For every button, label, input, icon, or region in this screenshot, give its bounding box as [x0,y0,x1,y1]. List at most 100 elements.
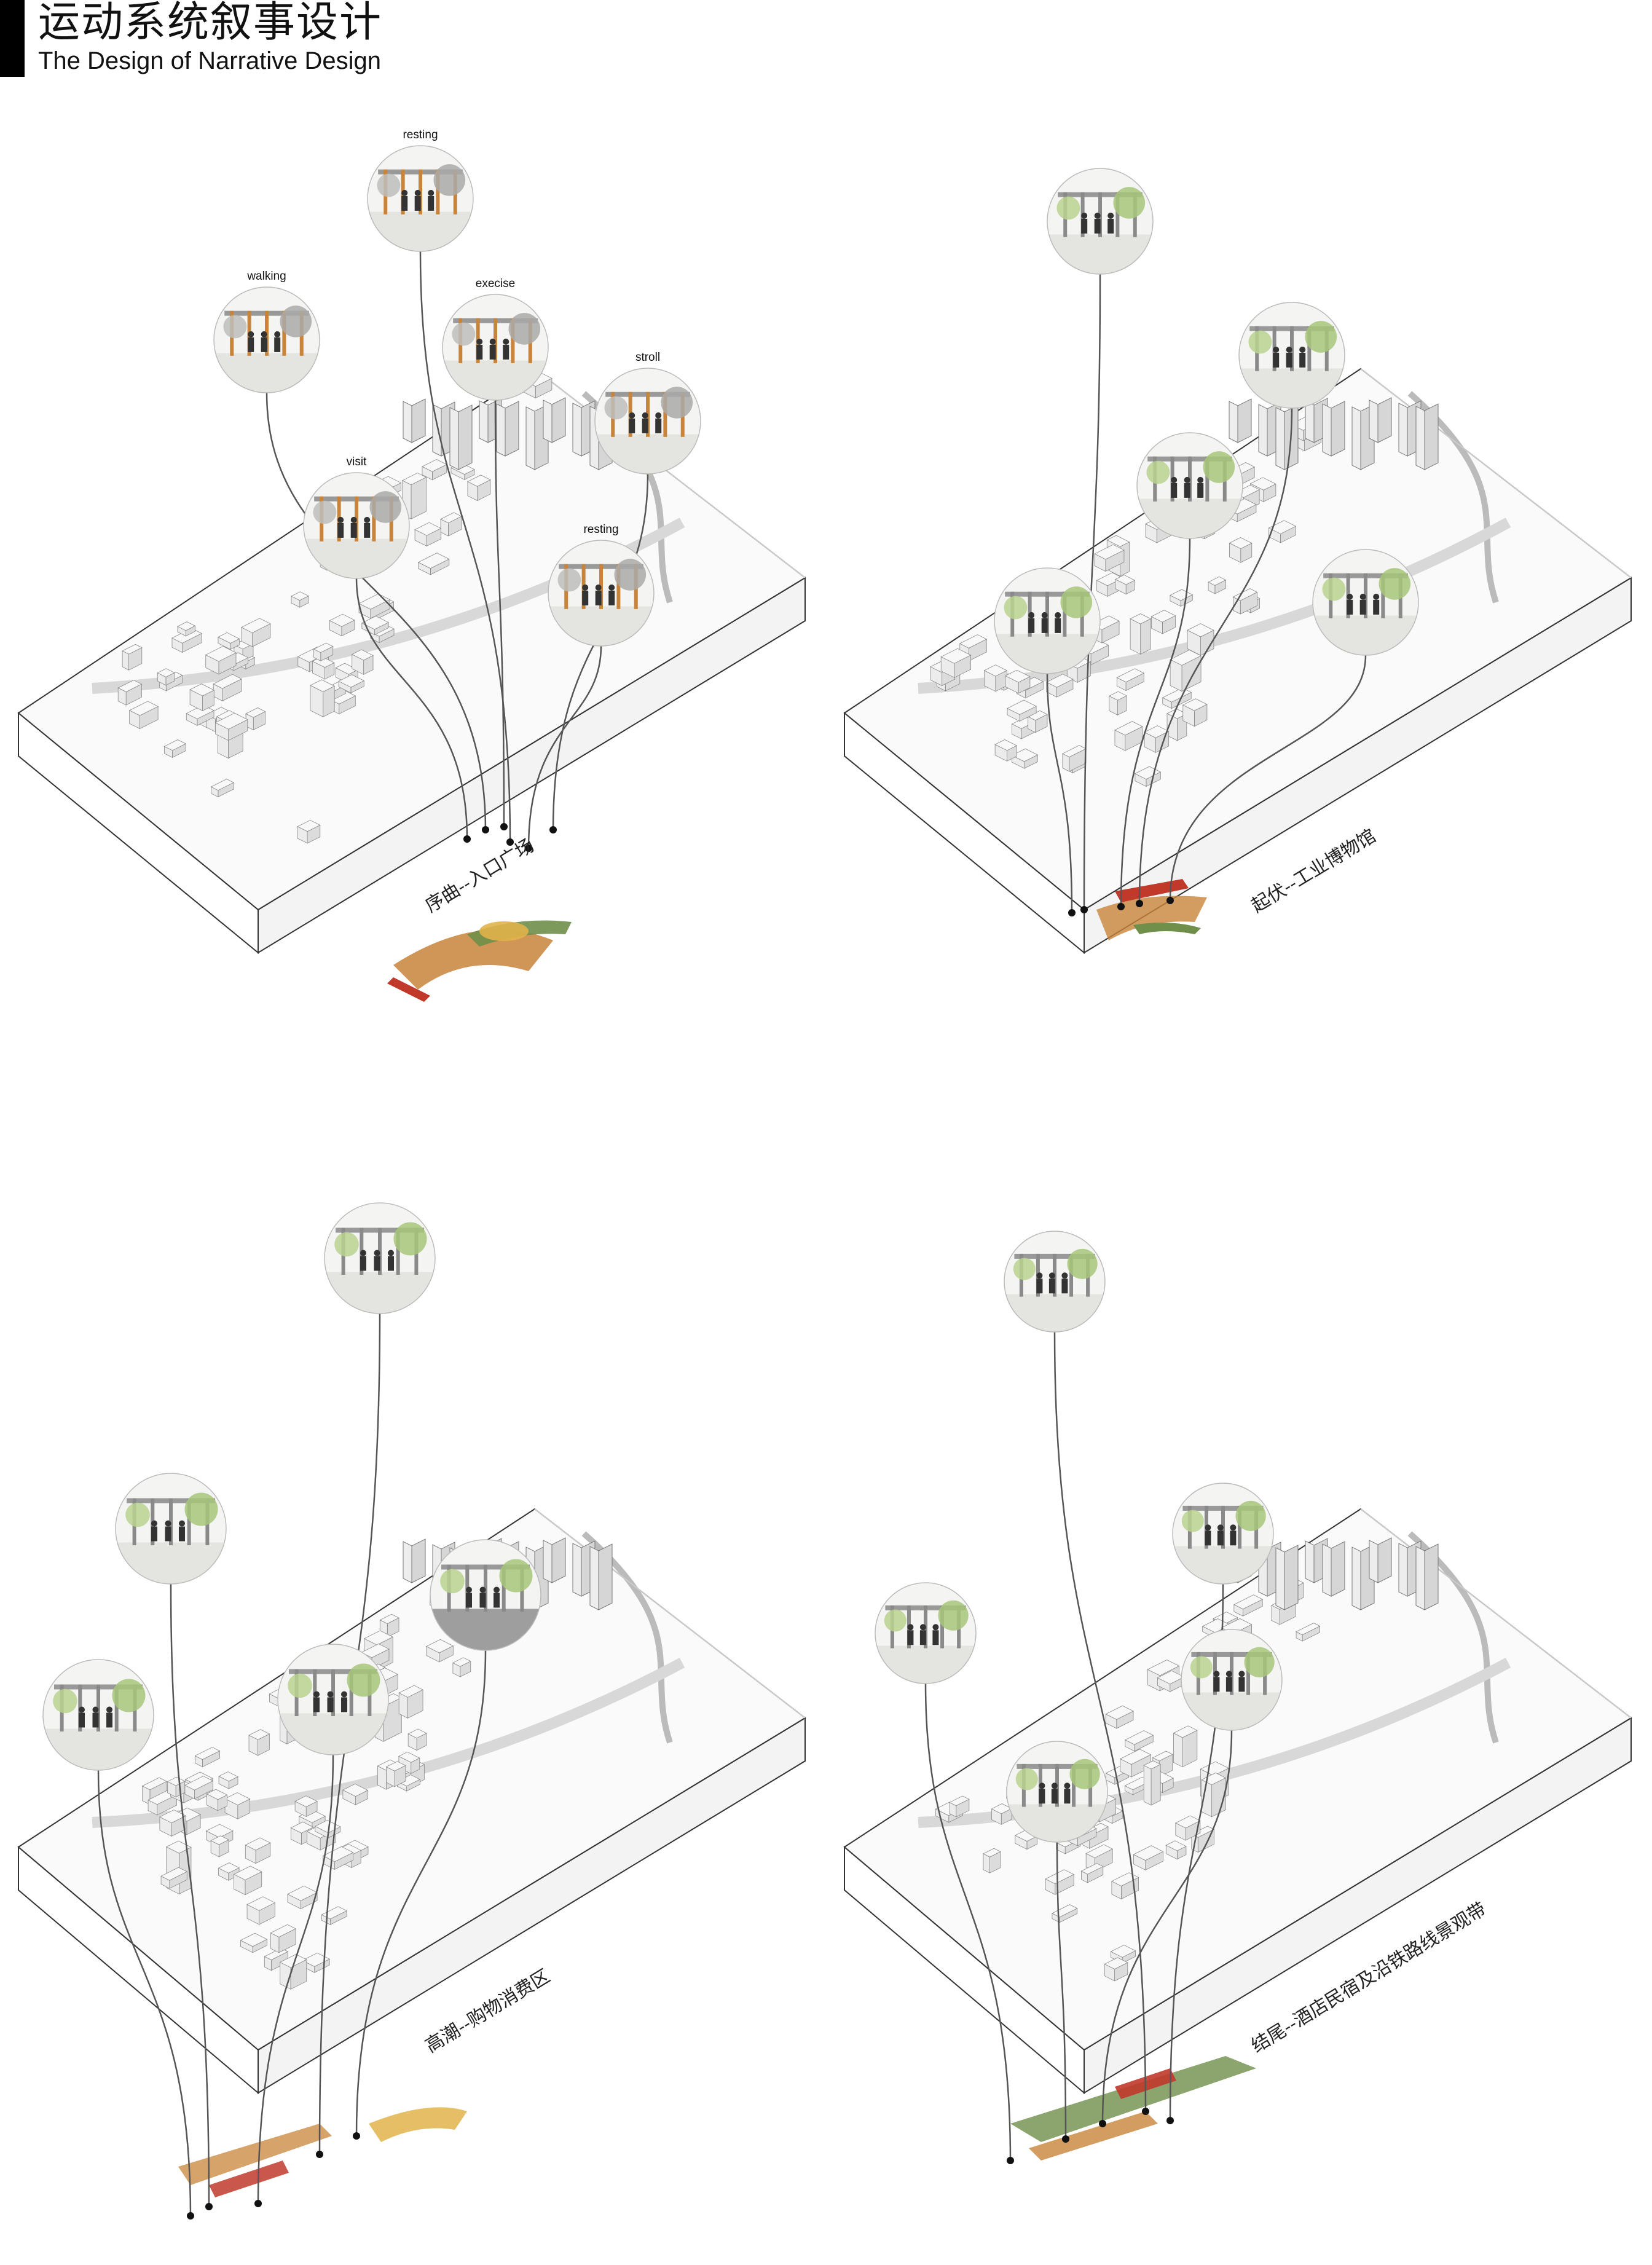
leader-line [355,1650,487,2137]
building [440,512,462,524]
leader-line [1169,655,1367,901]
building [940,648,972,664]
building [959,634,988,648]
isometric-base [17,368,806,955]
building [949,1795,970,1806]
building [279,1954,307,1968]
vignette-frame [1047,168,1154,275]
building [407,1728,427,1739]
railway-line [581,1531,673,1744]
building [983,1848,1001,1857]
building [157,668,175,677]
building [1143,1760,1162,1770]
building [1004,669,1031,683]
building [248,1729,270,1740]
leader-anchor-dot [1166,2117,1174,2124]
building [1080,1863,1104,1875]
building [1249,477,1276,490]
building [329,613,355,627]
tower [598,1543,613,1610]
vignette-frame [994,567,1101,674]
tower [1305,400,1315,443]
building [363,1630,394,1645]
building [218,632,240,644]
vignette-scene [1173,1483,1273,1584]
tower [1322,403,1332,457]
vignette-scene [1239,302,1345,408]
panel-undulation: 起伏--工业博物馆 [826,92,1652,1192]
vignette-scene [1313,550,1418,655]
leader-line [170,1583,210,2207]
leader-line [97,1770,192,2216]
tower [505,401,519,457]
building [1124,1730,1154,1745]
tower [1275,407,1285,470]
vignette-label: execise [476,277,515,290]
building [379,1613,399,1625]
site-boundary [1360,1508,1632,1719]
building [401,473,427,486]
building [1147,1660,1180,1676]
leader-line [419,251,511,843]
vignette-frame [548,540,655,647]
building [994,739,1018,751]
vignette-group [875,1231,1283,2164]
building [1011,748,1039,762]
building [297,819,321,832]
tower [1237,398,1252,443]
building [1140,618,1151,655]
vignette-frame [1312,549,1419,656]
highlighted-zone [178,2107,467,2197]
building [287,1885,318,1901]
tower [551,1537,566,1583]
vignette-scene [1004,1231,1105,1332]
highlighted-zone [1010,2056,1256,2161]
vignette-frame [42,1659,154,1771]
tower [479,400,489,443]
page-title-english: The Design of Narrative Design [38,47,382,74]
leader-anchor-dot [1099,2120,1106,2127]
building [1233,1594,1264,1610]
tower [1331,1541,1345,1597]
tower [1331,401,1345,457]
tower [1424,1543,1439,1610]
leader-anchor-dot [1080,906,1088,913]
vignette-frame [1181,1629,1283,1731]
building [1105,1705,1134,1720]
leader-anchor-dot [1007,2157,1014,2164]
vignette-label: resting [403,128,438,141]
axonometric-diagram: 高潮--购物消费区 [17,1202,806,2220]
vignette-label: resting [583,523,618,536]
vignette-frame [303,472,410,579]
isometric-base [843,1508,1632,2095]
building [122,644,143,655]
leader-line [924,1683,1012,2161]
building [1150,1763,1161,1806]
building [1116,668,1145,683]
vignette-frame [594,368,701,475]
railway-line [1407,391,1499,604]
tower [1305,1540,1315,1583]
building [310,679,336,692]
building [218,1771,238,1782]
building [213,674,242,689]
leader-line [1101,1730,1233,2124]
site-boundary [534,368,806,578]
tower [1398,1543,1408,1597]
leader-line [355,578,468,840]
building [218,1862,240,1873]
building [1110,1944,1136,1958]
building [245,707,266,718]
building [385,1761,406,1771]
tower [458,404,473,470]
tower [572,403,582,457]
vignette-label: stroll [635,351,660,364]
building [1045,674,1074,688]
leader-line [1056,1842,1067,2140]
highlighted-zone [387,920,572,1002]
vignette-label: visit [347,455,367,468]
building [210,779,235,791]
isometric-base [17,1508,806,2095]
building [294,1795,318,1808]
